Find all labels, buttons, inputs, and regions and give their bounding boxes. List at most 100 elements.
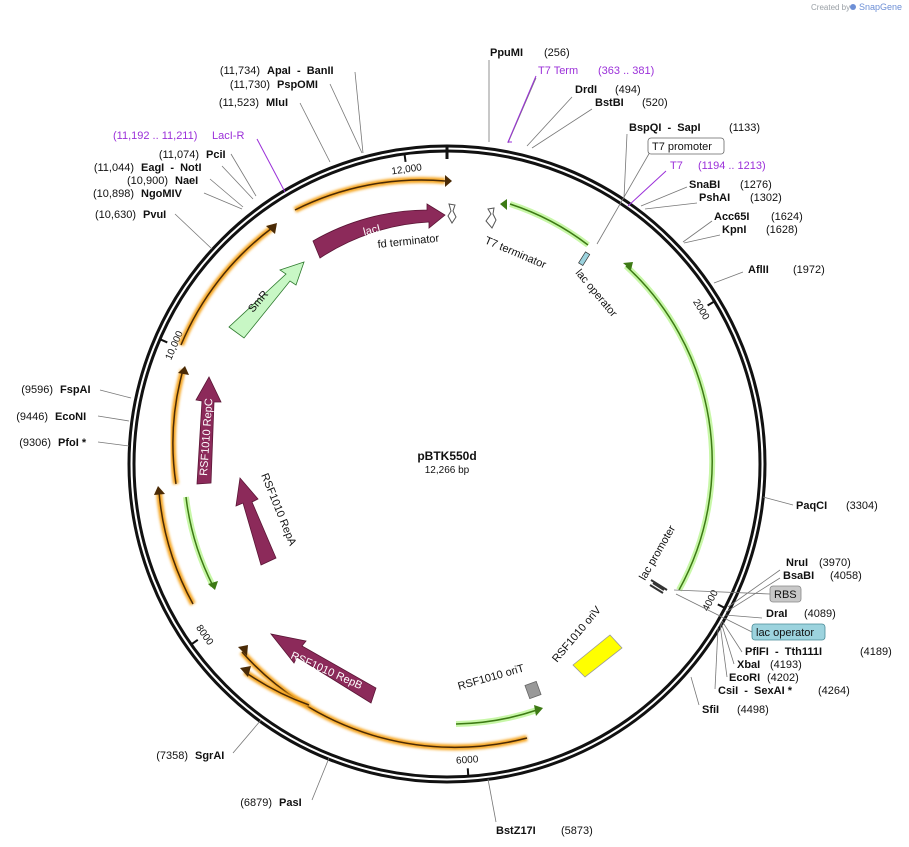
site-paqci-num: (3304) [846,500,878,512]
green-arc-left [183,496,216,588]
site-econi-name: EcoNI [55,411,86,423]
site-ecori-name: EcoRI [729,672,760,684]
orange-arc-left-core [172,369,184,485]
site-eagi-noti-num: (11,044) [94,162,134,174]
site-aflii-name: AflII [748,264,769,276]
orange-arc-top-arrow [445,175,452,187]
tick-mark [466,768,470,777]
plasmid-name: pBTK550d [417,449,476,463]
t7-promoter-box[interactable] [647,137,725,155]
orange-arc-lower-left-core [158,491,194,605]
laci-label: lacI [362,223,382,239]
site-xbai-name: XbaI [737,659,760,671]
tick-label: 12,000 [391,162,423,177]
site-pspomi-num: (11,730) [230,79,270,91]
t7-terminator-icon [485,207,497,229]
site-eagi-noti-name: EagI - NotI [141,162,202,174]
site-mlui-num: (11,523) [219,97,259,109]
tick-mark [403,153,407,162]
orange-arc-upper-left [178,225,274,347]
rbs-box-label: RBS [774,589,797,601]
lac-promoter-symbol [649,579,668,594]
site-bsabi-num: (4058) [830,570,862,582]
backbone-outer-ring [127,144,767,784]
site-bspqi-sapi-num: (1133) [729,122,760,134]
site-pshai-num: (1302) [750,192,782,204]
rbs-box[interactable] [769,585,802,603]
lac-operator-top-label: lac operator [573,267,620,319]
oriv-box [572,634,623,678]
site-bsabi-name: BsaBI [783,570,814,582]
site-bstbi-name: BstBI [595,97,624,109]
site-bstz17i-num: (5873) [561,825,593,837]
site-pvui-num: (10,630) [95,209,136,221]
site-naei-num: (10,900) [127,175,168,187]
fd-terminator-icon [447,203,457,224]
site-ngomiv-num: (10,898) [93,188,134,200]
site-nrui-name: NruI [786,557,808,569]
site-ecori-num: (4202) [767,672,799,684]
lac-promoter-label: lac promoter [637,523,678,582]
site-drai-num: (4089) [804,608,836,620]
primer-label-list: T7 Term (363 .. 381) T7 (1194 .. 1213) (… [113,65,766,172]
orange-arc-upper-left-arrow [266,223,277,234]
green-arc-bottom-arrow [534,705,543,716]
lac-operator-box-label: lac operator [756,627,814,639]
site-pflfi-tth111i-num: (4189) [860,646,892,658]
snapgene-brand-text: SnapGene [859,2,902,12]
orit-label: RSF1010 oriT [457,662,526,692]
site-acc65i-num: (1624) [771,211,803,223]
t7-promoter-box-label: T7 promoter [652,141,712,153]
site-pfoi-name: PfoI * [58,437,87,449]
site-econi-num: (9446) [16,411,48,423]
green-arc-bottom-core [455,709,538,725]
site-naei-name: NaeI [175,175,198,187]
site-csii-sexai-num: (4264) [818,685,850,697]
orange-arc-top-core [294,179,446,211]
t7-terminator-label: T7 terminator [483,235,548,272]
site-pasi-name: PasI [279,797,302,809]
tick-label: 2000 [690,297,711,322]
primer-t7-range: (1194 .. 1213) [698,160,766,172]
site-xbai-num: (4193) [770,659,802,671]
site-ppumi-num: (256) [544,47,570,59]
tick-mark [707,300,715,307]
created-by-text: Created by [811,3,850,12]
site-sfii-name: SfiI [702,704,719,716]
plasmid-size: 12,266 bp [425,465,470,476]
site-fspai-name: FspAI [60,384,91,396]
lac-operator-box[interactable] [751,623,826,641]
site-pshai-name: PshAI [699,192,730,204]
site-apai-banii-num: (11,734) [220,65,260,77]
site-pcii-name: PciI [206,149,226,161]
site-pvui-name: PvuI [143,209,166,221]
orit-box [524,680,542,700]
laci-arrow [312,203,446,259]
site-pcii-num: (11,074) [159,149,199,161]
site-ppumi-name: PpuMI [490,47,523,59]
site-sgrai-name: SgrAI [195,750,224,762]
site-apai-banii-name: ApaI - BanII [267,65,334,77]
primer-leader-lines [256,75,667,207]
green-arc-top-right [509,201,590,248]
repa-arrow [235,477,277,566]
site-drdi-num: (494) [615,84,641,96]
green-arc-bottom [455,707,538,727]
site-fspai-num: (9596) [21,384,53,396]
primer-laci-r-name: LacI-R [212,130,244,142]
site-mlui-name: MluI [266,97,288,109]
site-nrui-num: (3970) [819,557,851,569]
primer-t7-name: T7 [670,160,683,172]
green-arc-right-arrow [623,262,633,270]
orange-arc-lower-left-arrow [154,486,165,495]
site-paqci-name: PaqCI [796,500,827,512]
green-arc-left-arrow [208,581,218,590]
site-bstz17i-name: BstZ17I [496,825,536,837]
fd-terminator-label: fd terminator [377,233,440,251]
repc-arrow [195,376,222,485]
site-leader-lines [97,60,794,823]
site-csii-sexai-name: CsiI - SexAI * [718,685,793,697]
orange-arc-bottom-inner-arrow [240,666,251,677]
green-arc-top-right-core [509,203,589,246]
